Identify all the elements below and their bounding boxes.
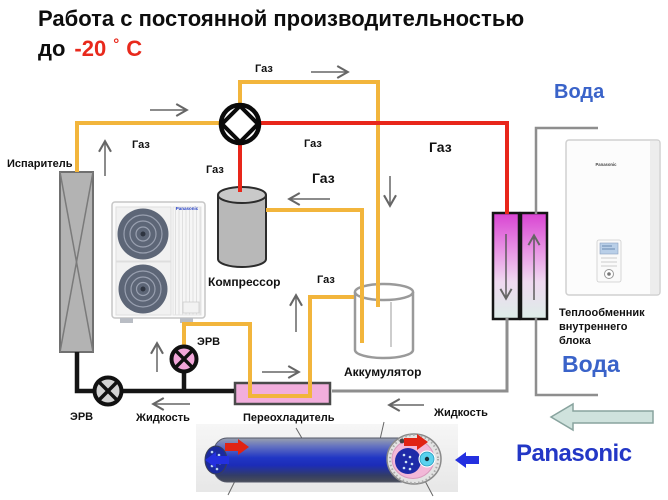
gas-label-accumulator: Газ bbox=[317, 274, 335, 286]
four-way-valve bbox=[218, 102, 262, 146]
erv-valve-main bbox=[92, 375, 124, 407]
pipe-cutaway-photo bbox=[196, 421, 479, 497]
compressor-label: Компрессор bbox=[208, 275, 281, 289]
gas-pipes bbox=[75, 80, 380, 398]
erv-label-injection: ЭРВ bbox=[197, 336, 221, 348]
liquid-label-left: Жидкость bbox=[136, 412, 190, 424]
indoor-unit-control-panel bbox=[596, 239, 622, 283]
fan-bottom-icon bbox=[118, 264, 168, 314]
gas-label-valve: Газ bbox=[304, 138, 322, 150]
flow-arrow-blue-right bbox=[455, 452, 479, 468]
slide-title: Работа с постоянной производительностью … bbox=[38, 6, 524, 62]
gas-label-compressor: Газ bbox=[206, 164, 224, 176]
indoor-unit-brand: Panasonic bbox=[596, 162, 618, 167]
hot-gas-pipes bbox=[238, 121, 509, 214]
flow-arrows bbox=[98, 65, 424, 412]
outdoor-unit: Panasonic bbox=[111, 201, 206, 323]
flow-arrow-blue-left bbox=[205, 452, 229, 468]
gas-label-top: Газ bbox=[255, 63, 273, 75]
erv-label-main: ЭРВ bbox=[70, 411, 94, 423]
gas-label-big-left: Газ bbox=[312, 170, 335, 186]
indoor-hx-label: Теплообменник внутреннего блока bbox=[559, 307, 645, 347]
gas-label-big-right: Газ bbox=[429, 139, 452, 155]
gas-label-evaporator: Газ bbox=[132, 139, 150, 151]
water-flow-block-arrow bbox=[549, 402, 654, 432]
flow-arrow-red-left bbox=[225, 439, 249, 455]
pipe-cross-section bbox=[386, 433, 442, 485]
subcooler-label: Переохладитель bbox=[243, 412, 335, 424]
accumulator bbox=[353, 282, 415, 360]
evaporator-label: Испаритель bbox=[7, 158, 73, 170]
outdoor-unit-brand: Panasonic bbox=[176, 206, 199, 211]
water-pipes bbox=[332, 126, 598, 397]
flow-arrow-red-right bbox=[404, 434, 428, 450]
water-label-top: Вода bbox=[554, 81, 605, 103]
subcooler bbox=[233, 381, 332, 406]
liquid-pipes bbox=[74, 352, 234, 394]
evaporator bbox=[59, 171, 94, 353]
compressor bbox=[217, 186, 267, 268]
slide-title-line1: Работа с постоянной производительностью bbox=[38, 6, 525, 31]
slide-title-line2: до-20°С bbox=[38, 36, 143, 61]
liquid-label-right: Жидкость bbox=[434, 407, 488, 419]
erv-valve-injection bbox=[169, 344, 199, 374]
panasonic-logo: Panasonic bbox=[516, 440, 632, 467]
fan-top-icon bbox=[117, 208, 169, 260]
water-label-bottom: Вода bbox=[562, 351, 620, 377]
indoor-heat-exchanger bbox=[491, 211, 549, 321]
accumulator-label: Аккумулятор bbox=[344, 365, 422, 379]
indoor-unit: Panasonic bbox=[565, 139, 661, 296]
